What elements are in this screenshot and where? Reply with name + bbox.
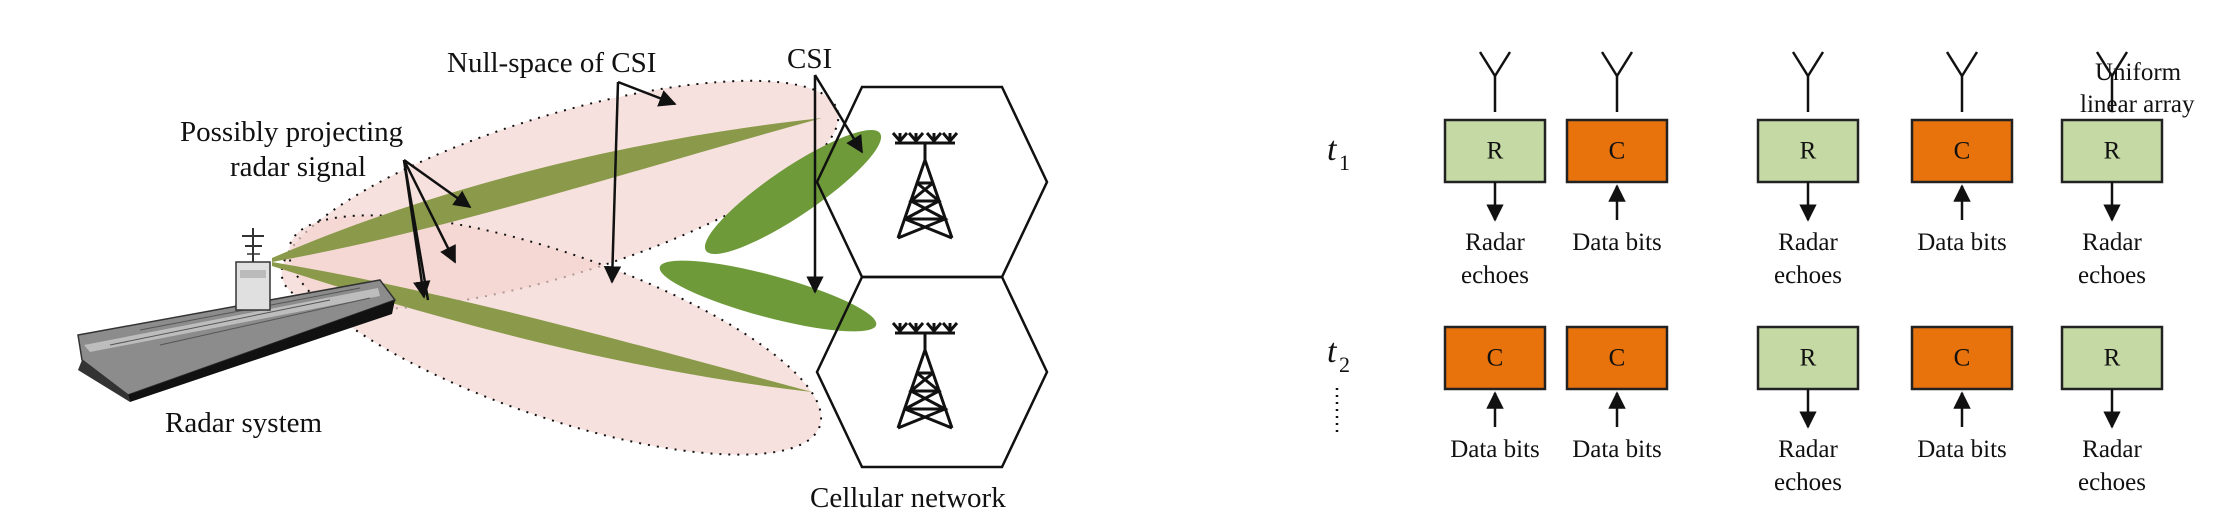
- cellular-network-label: Cellular network: [810, 482, 1006, 514]
- comm-box: [1565, 118, 1669, 184]
- left-panel: Null-space of CSI CSI Possibly projectin…: [77, 43, 1049, 514]
- element-letter: R: [1800, 345, 1817, 372]
- null-space-arrows: [603, 80, 677, 284]
- projecting-label-line2: radar signal: [230, 151, 366, 183]
- element-letter: C: [1609, 138, 1626, 165]
- comm-box: [1443, 325, 1547, 391]
- array-element-t2-5: R Radar echoes: [2060, 325, 2164, 496]
- array-element-t2-1: C Data bits: [1443, 325, 1547, 463]
- array-element-t1-2: C Data bits: [1565, 118, 1669, 256]
- comm-box: [1910, 118, 2014, 184]
- array-element-t1-4: C Data bits: [1910, 118, 2014, 256]
- array-element-t1-3: R Radar echoes: [1756, 118, 1860, 289]
- comm-box: [1910, 325, 2014, 391]
- radar-beam-upper: [272, 118, 822, 262]
- array-element-t1-5: R Radar echoes: [2060, 118, 2164, 289]
- projecting-arrows: [402, 158, 472, 301]
- element-letter: C: [1487, 345, 1504, 372]
- antenna-icon: [1791, 51, 1825, 112]
- element-caption: Data bits: [1917, 229, 2007, 256]
- element-caption: Radar: [1465, 229, 1525, 256]
- element-letter: R: [1800, 138, 1817, 165]
- element-letter: C: [1954, 138, 1971, 165]
- time-label-t2: t 2: [1327, 333, 1350, 377]
- array-element-t2-4: C Data bits: [1910, 325, 2014, 463]
- radar-box: [1443, 118, 1547, 184]
- null-space-label: Null-space of CSI: [447, 47, 656, 79]
- element-caption: echoes: [1461, 262, 1529, 289]
- element-caption: Data bits: [1572, 229, 1662, 256]
- radar-beam-lower: [272, 262, 812, 392]
- uniform-array-label-line1: Uniform: [2095, 59, 2182, 86]
- array-element-t2-2: C Data bits: [1565, 325, 1669, 463]
- cell-beam-upper: [704, 130, 882, 254]
- radar-system-label: Radar system: [165, 407, 322, 439]
- projecting-label-line1: Possibly projecting: [180, 116, 403, 148]
- element-letter: C: [1609, 345, 1626, 372]
- time-label-t1: t 1: [1327, 131, 1350, 175]
- uniform-array-label-line2: linear array: [2080, 91, 2195, 118]
- radar-box: [1756, 325, 1860, 391]
- svg-text:1: 1: [1339, 150, 1350, 175]
- element-caption: echoes: [2078, 262, 2146, 289]
- antenna-icon: [1945, 51, 1979, 112]
- element-letter: R: [2104, 138, 2121, 165]
- csi-label: CSI: [787, 43, 832, 75]
- array-element-t1-1: R Radar echoes: [1443, 118, 1547, 289]
- element-caption: Radar: [2082, 229, 2142, 256]
- element-letter: R: [1487, 138, 1504, 165]
- radar-box: [2060, 118, 2164, 184]
- csi-arrows: [806, 74, 864, 294]
- cell-hexagon-lower: [815, 275, 1049, 469]
- antenna-icon: [1478, 51, 1512, 112]
- element-caption: echoes: [1774, 469, 1842, 496]
- antenna-icon: [1600, 51, 1634, 112]
- element-caption: Data bits: [1917, 436, 2007, 463]
- element-caption: echoes: [2078, 469, 2146, 496]
- cell-beam-lower: [659, 260, 877, 332]
- svg-text:t: t: [1327, 333, 1338, 370]
- antenna-icon: [2095, 51, 2129, 112]
- element-caption: Data bits: [1572, 436, 1662, 463]
- element-letter: C: [1954, 345, 1971, 372]
- radar-box: [2060, 325, 2164, 391]
- comm-box: [1565, 325, 1669, 391]
- svg-text:t: t: [1327, 131, 1338, 168]
- base-station-upper-icon: [891, 132, 959, 240]
- right-panel: Uniform linear array t 1 t 2 R Radar echoe…: [1327, 51, 2195, 496]
- element-caption: Radar: [1778, 436, 1838, 463]
- ship-icon: [77, 228, 397, 402]
- element-caption: Radar: [1778, 229, 1838, 256]
- element-letter: R: [2104, 345, 2121, 372]
- element-caption: Radar: [2082, 436, 2142, 463]
- base-station-lower-icon: [891, 322, 959, 430]
- svg-text:2: 2: [1339, 352, 1350, 377]
- array-element-t2-3: R Radar echoes: [1756, 325, 1860, 496]
- element-caption: Data bits: [1450, 436, 1540, 463]
- element-caption: echoes: [1774, 262, 1842, 289]
